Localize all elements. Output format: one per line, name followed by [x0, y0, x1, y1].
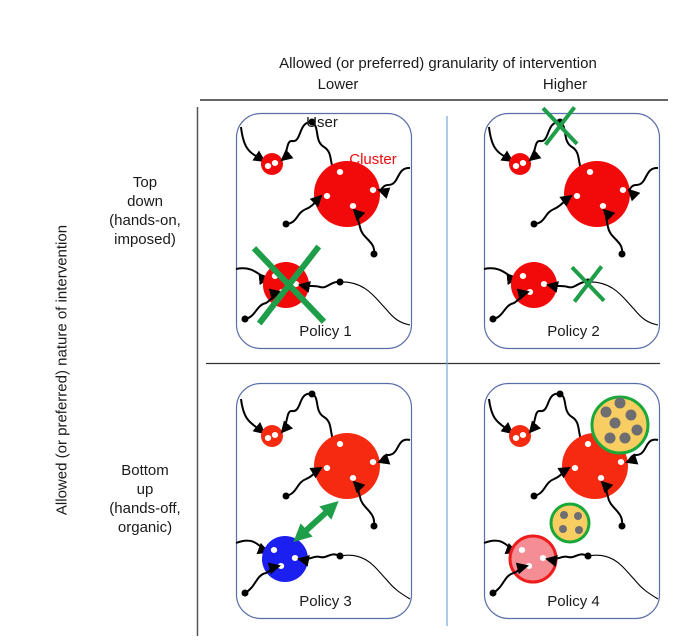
user-link	[492, 288, 530, 320]
intervention-cross-stroke	[572, 265, 604, 303]
policy-label: Policy 4	[547, 593, 600, 610]
member-dot	[512, 163, 520, 169]
member-dot	[271, 160, 279, 166]
intervention-cross-stroke	[256, 244, 322, 326]
policy-panel-3: Policy 3	[235, 382, 413, 620]
panel-frame	[235, 112, 413, 350]
intervention-cross-stroke	[543, 106, 577, 146]
member-dot	[518, 547, 526, 553]
user-link	[488, 398, 514, 435]
member-dot	[597, 475, 605, 481]
member-dot	[573, 193, 581, 199]
counter-member-dot	[619, 432, 631, 444]
user-link	[528, 120, 561, 162]
counter-member-dot	[560, 511, 568, 519]
member-dot	[336, 441, 344, 447]
user-link	[297, 553, 341, 567]
member-dot	[349, 203, 357, 209]
counter-cluster-small	[549, 502, 591, 544]
counter-member-dot	[631, 424, 643, 436]
user-link	[533, 194, 573, 225]
user-link	[533, 466, 571, 497]
member-dot	[519, 160, 527, 166]
user-link	[280, 392, 313, 434]
user-link	[602, 208, 624, 255]
user-link	[625, 438, 659, 465]
large-cluster	[564, 161, 630, 227]
large-cluster	[314, 161, 380, 227]
member-dot	[323, 193, 331, 199]
user-annotation: User	[306, 114, 338, 131]
user-link	[244, 562, 281, 594]
user-link	[240, 398, 266, 435]
member-dot	[264, 163, 272, 169]
counter-member-dot	[614, 397, 626, 409]
member-dot	[349, 475, 357, 481]
panel-frame	[483, 112, 661, 350]
user-link	[240, 126, 266, 163]
policy-label: Policy 3	[299, 593, 352, 610]
user-link	[545, 553, 589, 567]
counter-member-dot	[604, 432, 616, 444]
policy-label: Policy 1	[299, 323, 352, 340]
user-link	[546, 280, 589, 293]
interaction-arrow	[293, 500, 339, 543]
user-link	[352, 208, 376, 255]
policy-panel-4: Policy 4	[483, 382, 661, 620]
user-link	[244, 288, 282, 320]
weak-link	[587, 554, 659, 600]
member-dot	[599, 203, 607, 209]
member-dot	[539, 555, 547, 561]
user-link	[285, 466, 323, 497]
user-link	[352, 480, 376, 527]
member-dot	[271, 432, 279, 438]
column-label-higher: Higher	[542, 76, 588, 93]
user-link	[528, 392, 561, 434]
user-link	[377, 438, 411, 465]
member-dot	[323, 465, 331, 471]
user-link	[377, 166, 411, 199]
user-link	[285, 194, 323, 225]
row-label-bottom-up: Bottom up (hands-off, organic)	[109, 462, 181, 536]
member-dot	[584, 441, 592, 447]
policy-label: Policy 2	[547, 323, 600, 340]
cluster-annotation: Cluster	[349, 151, 397, 168]
counter-member-dot	[600, 406, 612, 418]
member-dot	[512, 435, 520, 441]
user-link	[488, 126, 514, 163]
policy-panel-2: Policy 2	[483, 106, 661, 350]
user-link	[298, 280, 341, 293]
member-dot	[369, 187, 377, 193]
counter-member-dot	[575, 526, 583, 534]
member-dot	[571, 465, 579, 471]
user-link	[627, 166, 659, 202]
counter-member-dot	[559, 525, 567, 533]
panel-frame	[235, 382, 413, 620]
member-dot	[586, 169, 594, 175]
counter-member-dot	[574, 512, 582, 520]
weak-link	[339, 281, 411, 326]
counter-member-dot	[609, 417, 621, 429]
member-dot	[369, 459, 377, 465]
member-dot	[336, 169, 344, 175]
member-dot	[540, 281, 548, 287]
member-dot	[264, 435, 272, 441]
row-label-top-down: Top down (hands-on, imposed)	[109, 174, 181, 248]
member-dot	[291, 555, 299, 561]
member-dot	[617, 459, 625, 465]
user-link	[280, 120, 313, 162]
large-cluster	[314, 433, 380, 499]
weak-link	[339, 554, 411, 600]
member-dot	[519, 432, 527, 438]
user-link	[492, 562, 529, 594]
column-label-lower: Lower	[317, 76, 359, 93]
counter-member-dot	[625, 409, 637, 421]
member-dot	[270, 547, 278, 553]
user-link	[600, 480, 624, 527]
weak-link	[587, 281, 659, 326]
member-dot	[519, 273, 527, 279]
member-dot	[619, 187, 627, 193]
column-axis-title: Allowed (or preferred) granularity of in…	[279, 55, 597, 72]
